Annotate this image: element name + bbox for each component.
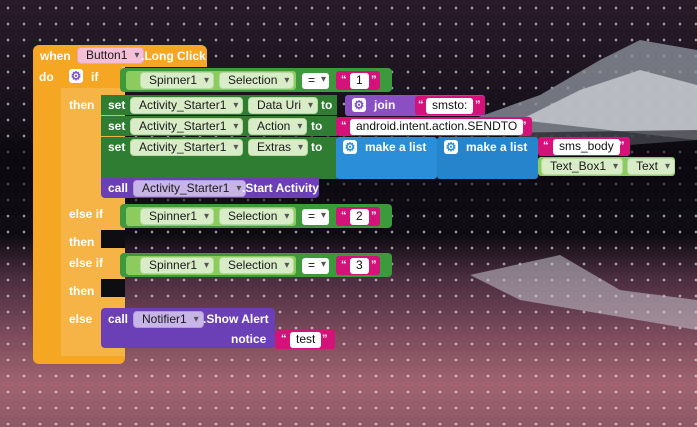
cond1-component-dropdown[interactable]: Spinner1 [140,72,215,89]
make-list-label-1: make a list [365,140,427,154]
set1-component-dropdown[interactable]: Activity_Starter1 [130,97,244,114]
cond2-value-text[interactable]: 2 [350,209,369,225]
else-if-label-1: else if [69,207,104,221]
cond1-value-text[interactable]: 1 [350,73,369,89]
event-block-body [33,66,61,356]
cond1-operator-dropdown[interactable]: = [302,73,330,89]
then-label-1: then [69,98,95,112]
event-component-dropdown[interactable]: Button1 [77,47,145,64]
set2-to-label: to [311,119,323,133]
call2-call-label: call [108,312,129,326]
set2-set-label: set [108,119,126,133]
set3-component-dropdown[interactable]: Activity_Starter1 [130,139,244,156]
quote-mark: ” [371,259,377,271]
else-label: else [69,312,93,326]
cond2-prop-dropdown[interactable]: Selection [219,208,295,225]
else-if-label-2: else if [69,256,104,270]
quote-mark: “ [418,99,424,111]
set1-to-label: to [321,98,333,112]
then-slot-3[interactable] [101,279,125,297]
set3-set-label: set [108,140,126,154]
quote-mark: “ [341,74,347,86]
quote-mark: “ [341,259,347,271]
event-name-label: .Long Click [141,49,206,63]
action-text-value[interactable]: android.intent.action.SENDTO [350,119,524,135]
quote-mark: ” [619,140,625,152]
quote-mark: ” [371,210,377,222]
quote-mark: ” [521,120,527,132]
gear-icon[interactable]: ⚙ [343,140,357,154]
cond3-prop-dropdown[interactable]: Selection [219,257,295,274]
call1-call-label: call [108,181,129,195]
cond3-value-text[interactable]: 3 [350,258,369,274]
event-when-label: when [40,49,71,63]
set3-to-label: to [311,140,323,154]
make-list-label-2: make a list [466,140,528,154]
then-label-3: then [69,284,95,298]
quote-mark: “ [543,140,549,152]
call2-method-label: .Show Alert [203,312,269,326]
textbox-prop-dropdown[interactable]: Text [627,158,676,175]
set2-prop-dropdown[interactable]: Action [248,118,308,135]
cond2-component-dropdown[interactable]: Spinner1 [140,208,215,225]
join-label: join [374,98,396,112]
alert-text-value[interactable]: test [290,332,322,348]
quote-mark: ” [371,74,377,86]
then-label-2: then [69,235,95,249]
then-slot-2[interactable] [101,230,125,248]
call2-component-dropdown[interactable]: Notifier1 [133,311,204,328]
cond2-operator-dropdown[interactable]: = [302,209,330,225]
cond3-operator-dropdown[interactable]: = [302,258,330,274]
call1-component-dropdown[interactable]: Activity_Starter1 [133,180,247,197]
event-do-label: do [39,70,54,84]
set3-prop-dropdown[interactable]: Extras [248,139,309,156]
quote-mark: “ [341,210,347,222]
if-label: if [91,70,99,84]
call2-param-label: notice [231,332,267,346]
set2-component-dropdown[interactable]: Activity_Starter1 [130,118,244,135]
quote-mark: ” [322,333,328,345]
quote-mark: “ [281,333,287,345]
gear-icon[interactable]: ⚙ [444,140,458,154]
set1-set-label: set [108,98,126,112]
set1-prop-dropdown[interactable]: Data Uri [248,97,319,114]
quote-mark: ” [475,99,481,111]
cond3-component-dropdown[interactable]: Spinner1 [140,257,215,274]
gear-icon[interactable]: ⚙ [69,69,83,83]
cond1-prop-dropdown[interactable]: Selection [219,72,295,89]
join-text-value[interactable]: smsto: [426,98,474,114]
quote-mark: “ [341,120,347,132]
sms-body-text-value[interactable]: sms_body [553,139,620,155]
textbox-component-dropdown[interactable]: Text_Box1 [541,158,624,175]
call1-method-label: .Start Activity [242,181,319,195]
gear-icon[interactable]: ⚙ [352,98,366,112]
